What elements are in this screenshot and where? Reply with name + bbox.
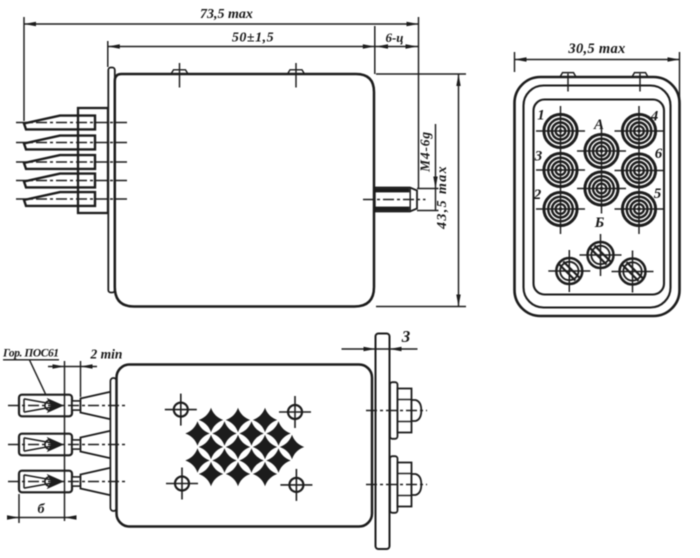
svg-text:43,5 max: 43,5 max (435, 165, 450, 230)
svg-text:6-ц: 6-ц (385, 30, 403, 45)
svg-text:73,5 max: 73,5 max (200, 7, 253, 22)
svg-text:3: 3 (534, 149, 543, 165)
svg-text:50±1,5: 50±1,5 (232, 31, 274, 46)
svg-text:4: 4 (650, 109, 659, 125)
svg-text:30,5 max: 30,5 max (567, 41, 625, 57)
svg-text:Гор. ПОС61: Гор. ПОС61 (2, 348, 59, 360)
svg-text:3: 3 (401, 327, 411, 346)
svg-text:2 min: 2 min (90, 347, 123, 362)
svg-text:б: б (38, 502, 46, 517)
svg-text:Б: Б (594, 215, 605, 231)
svg-text:1: 1 (537, 108, 545, 124)
svg-text:5: 5 (654, 186, 662, 202)
svg-text:А: А (593, 117, 604, 133)
svg-text:6: 6 (655, 146, 663, 162)
svg-text:М4-6g: М4-6g (418, 131, 433, 173)
svg-text:2: 2 (533, 187, 542, 203)
